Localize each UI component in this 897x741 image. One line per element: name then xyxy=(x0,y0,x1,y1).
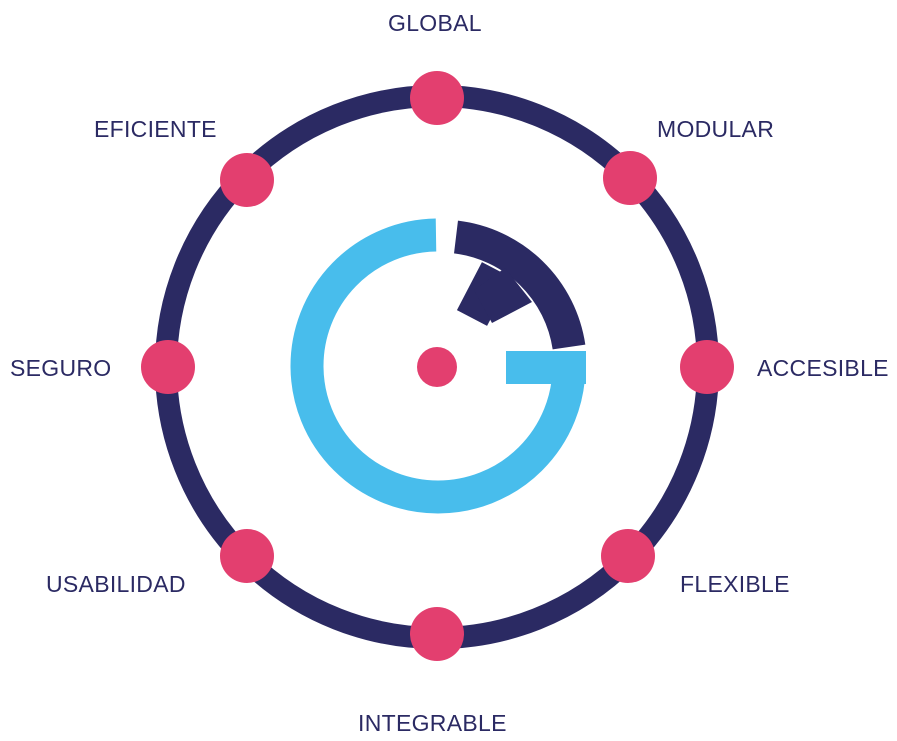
logo-dark-arm-tip xyxy=(474,268,532,323)
label-accesible: ACCESIBLE xyxy=(757,355,889,381)
label-flexible: FLEXIBLE xyxy=(680,571,790,597)
node-flexible xyxy=(601,529,655,583)
center-dot xyxy=(417,347,457,387)
logo-g-arc xyxy=(290,218,586,514)
label-integrable: INTEGRABLE xyxy=(358,710,507,736)
node-eficiente xyxy=(220,153,274,207)
node-accesible xyxy=(680,340,734,394)
node-global xyxy=(410,71,464,125)
label-usabilidad: USABILIDAD xyxy=(46,571,186,597)
label-eficiente: EFICIENTE xyxy=(94,116,217,142)
center-g-logo xyxy=(290,218,586,514)
label-seguro: SEGURO xyxy=(10,355,112,381)
label-modular: MODULAR xyxy=(657,116,775,142)
node-usabilidad xyxy=(220,529,274,583)
logo-dark-arc xyxy=(453,220,586,350)
node-integrable xyxy=(410,607,464,661)
label-global: GLOBAL xyxy=(388,10,482,36)
node-seguro xyxy=(141,340,195,394)
node-modular xyxy=(603,151,657,205)
logo-g-bar xyxy=(506,351,586,384)
